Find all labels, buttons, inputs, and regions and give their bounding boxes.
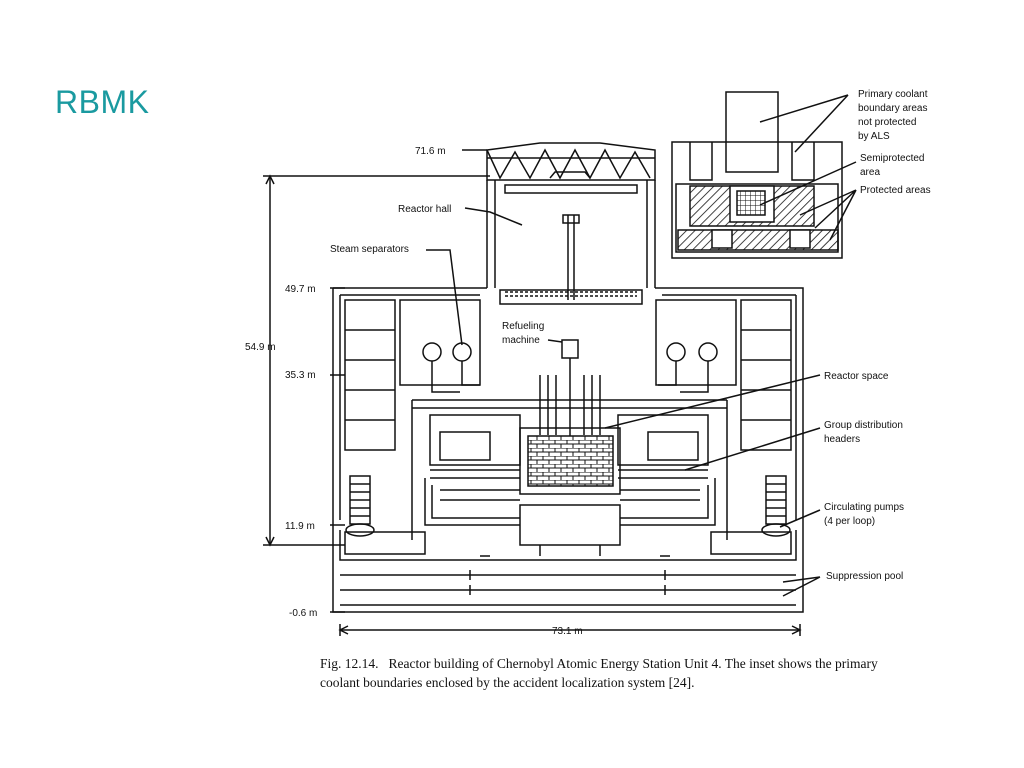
reactor-core xyxy=(527,435,614,487)
elevation-71-6: 71.6 m xyxy=(415,146,446,157)
elevation-35-3: 35.3 m xyxy=(285,370,316,381)
overhead-crane xyxy=(504,184,638,194)
label-reactor-hall: Reactor hall xyxy=(398,204,451,215)
figure-caption: Fig. 12.14.Reactor building of Chernobyl… xyxy=(320,654,920,692)
inset-core-grid xyxy=(736,190,766,216)
label-reactor-space: Reactor space xyxy=(824,371,889,382)
label-pumps-line2: (4 per loop) xyxy=(824,516,875,527)
circulating-pump-right xyxy=(761,475,791,537)
inset-label-protected: Protected areas xyxy=(860,185,931,196)
refueling-machine-bridge xyxy=(499,289,643,305)
label-group-headers-line2: headers xyxy=(824,434,860,445)
label-steam-separators: Steam separators xyxy=(330,244,409,255)
label-group-headers-line1: Group distribution xyxy=(824,420,903,431)
elevation-11-9: 11.9 m xyxy=(285,521,315,532)
als-inset xyxy=(671,91,857,259)
slide-title: RBMK xyxy=(55,84,150,120)
label-refueling-line2: machine xyxy=(502,335,540,346)
inset-label-primary-4: by ALS xyxy=(858,131,890,142)
label-pumps-line1: Circulating pumps xyxy=(824,502,904,513)
elevation-54-9: 54.9 m xyxy=(245,342,276,353)
inset-label-semiprotected-1: Semiprotected xyxy=(860,153,924,164)
refueling-machine xyxy=(561,339,579,359)
width-73-1: 73.1 m xyxy=(552,626,583,637)
figure-caption-text: Reactor building of Chernobyl Atomic Ene… xyxy=(320,656,878,690)
inset-label-primary-3: not protected xyxy=(858,117,916,128)
inset-label-primary-1: Primary coolant xyxy=(858,89,928,100)
building-outline xyxy=(332,287,804,613)
elevation-49-7: 49.7 m xyxy=(285,284,316,295)
inset-label-semiprotected-2: area xyxy=(860,167,880,178)
label-suppression-pool: Suppression pool xyxy=(826,571,903,582)
elevation-minus-0-6: -0.6 m xyxy=(289,608,317,619)
reactor-hall-walls xyxy=(486,180,656,288)
figure-number: Fig. 12.14. xyxy=(320,656,379,671)
inset-label-primary-2: boundary areas xyxy=(858,103,928,114)
steam-separators-right xyxy=(658,342,718,393)
label-refueling-line1: Refueling xyxy=(502,321,544,332)
circulating-pump-left xyxy=(345,475,375,537)
